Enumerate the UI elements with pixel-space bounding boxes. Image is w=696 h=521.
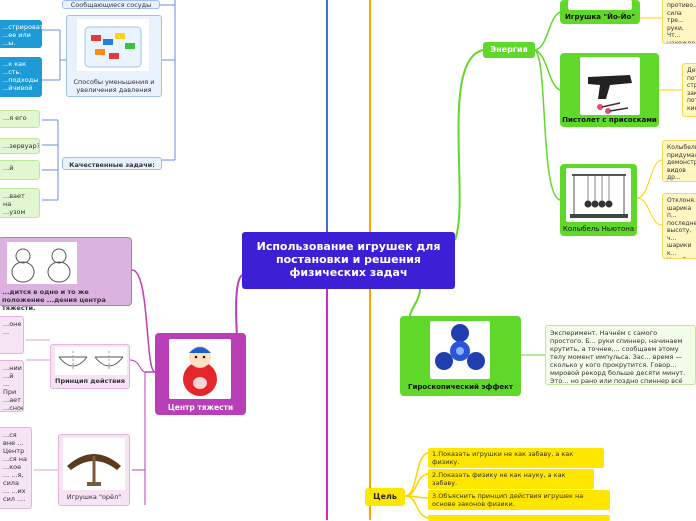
pink-note-3: ...ся вне ... Центр ...ся на ...кое ... … bbox=[0, 427, 32, 509]
yoyo-image bbox=[568, 0, 632, 10]
yoyo-card[interactable]: Игрушка "Йо-Йо" bbox=[560, 0, 640, 24]
communicating-vessels-label[interactable]: Сообщающиеся сосуды bbox=[62, 0, 160, 9]
gyroscope-caption: Гироскопический эффект bbox=[408, 383, 513, 391]
central-topic[interactable]: Использование игрушек для постановки и р… bbox=[242, 232, 455, 289]
blue-note-1: ...стрировать ...ее или ...ы. bbox=[0, 20, 42, 48]
gyroscope-card[interactable]: Гироскопический эффект bbox=[400, 316, 521, 396]
center-of-gravity-label: Центр тяжести bbox=[167, 403, 234, 412]
eagle-caption: Игрушка "орёл" bbox=[66, 493, 122, 501]
newton-cradle-card[interactable]: Колыбель Ньютона bbox=[560, 164, 637, 236]
newton-cradle-note-bottom: Отклоня... шарика п... последне... высот… bbox=[662, 193, 696, 259]
lego-image bbox=[77, 19, 149, 71]
pink-note-2: ...нии ...й ... При ...ает ...сное bbox=[0, 360, 24, 412]
roly-poly-image bbox=[169, 339, 231, 399]
yoyo-note: противо... сила тре... руки, Чт... нахож… bbox=[662, 0, 696, 44]
question-4: ...вает на ...узом bbox=[0, 188, 40, 218]
principle-image bbox=[55, 347, 127, 375]
question-3: ...й bbox=[0, 160, 40, 180]
roly-poly-icon bbox=[183, 346, 217, 396]
lego-box-icon bbox=[84, 26, 142, 68]
central-topic-title: Использование игрушек для постановки и р… bbox=[256, 240, 441, 279]
blue-note-2: ...к как ...сть. ...подходы ...йчивой bbox=[0, 57, 42, 97]
energy-topic[interactable]: Энергия bbox=[483, 42, 535, 58]
pistol-image bbox=[580, 57, 640, 115]
goal-item-4[interactable] bbox=[428, 515, 610, 521]
question-1: ...я его bbox=[0, 110, 40, 128]
principle-card[interactable]: Принцип действия bbox=[50, 344, 130, 389]
dolls-image bbox=[7, 242, 77, 284]
dolls-diagram-icon bbox=[11, 248, 71, 283]
goal-item-2[interactable]: 2.Показать физику не как науку, а как за… bbox=[428, 469, 594, 489]
spinner-icon bbox=[435, 324, 485, 370]
pistol-card[interactable]: Пистолет с присосками bbox=[560, 53, 659, 127]
pressure-ways-card[interactable]: Способы уменьшения и увеличения давления bbox=[66, 15, 162, 97]
pink-note-1: ...оне ... bbox=[0, 316, 24, 354]
goal-topic[interactable]: Цель bbox=[365, 488, 405, 506]
spinner-image bbox=[430, 321, 490, 379]
newton-cradle-caption: Колыбель Ньютона bbox=[562, 225, 635, 233]
newton-cradle-image bbox=[566, 168, 631, 222]
newton-cradle-note-top: Колыбель... придумал... демонстр... видо… bbox=[662, 140, 696, 182]
pistol-icon bbox=[588, 75, 632, 114]
gravity-purple-note: ...дится в одно и то же положение ...ден… bbox=[2, 288, 106, 312]
yoyo-caption: Игрушка "Йо-Йо" bbox=[565, 13, 635, 21]
goal-topic-label: Цель bbox=[373, 492, 397, 501]
eagle-toy-icon bbox=[67, 454, 121, 486]
pressure-ways-caption: Способы уменьшения и увеличения давления bbox=[73, 78, 155, 94]
gyroscope-note: Эксперимент. Начнём с самого простого. Б… bbox=[545, 325, 696, 385]
eagle-image bbox=[63, 438, 125, 490]
eagle-card[interactable]: Игрушка "орёл" bbox=[58, 434, 130, 506]
goal-item-1[interactable]: 1.Показать игрушки не как забаву, а как … bbox=[428, 448, 604, 468]
pistol-caption: Пистолет с присосками bbox=[562, 116, 657, 124]
goal-item-3[interactable]: 3.Объяснить принцип действия игрушек на … bbox=[428, 490, 610, 510]
principle-caption: Принцип действия bbox=[55, 377, 125, 385]
energy-topic-label: Энергия bbox=[490, 45, 528, 54]
principle-diagram-icon bbox=[58, 351, 124, 369]
gravity-purple-card[interactable]: ...дится в одно и то же положение ...ден… bbox=[0, 237, 132, 312]
question-2: ...зервуар? bbox=[0, 138, 40, 154]
quality-tasks-label[interactable]: Качественные задачи: bbox=[62, 157, 162, 170]
center-of-gravity-topic[interactable]: Центр тяжести bbox=[155, 333, 246, 415]
pistol-note: Дев... пот... стру... зак... пот... кин.… bbox=[682, 63, 696, 117]
newton-cradle-icon bbox=[570, 174, 628, 218]
